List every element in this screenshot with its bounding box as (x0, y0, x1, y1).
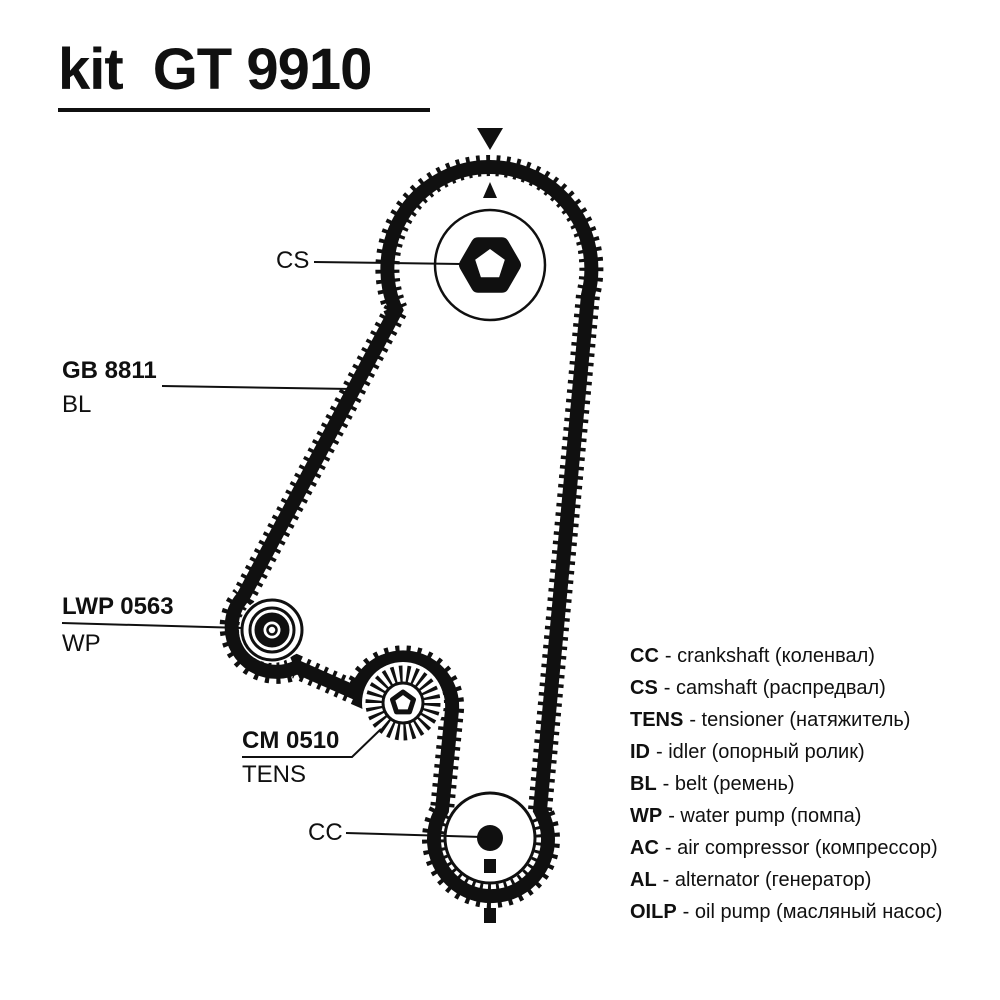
water-pump-pulley (239, 597, 305, 663)
crank-ring (443, 791, 537, 885)
legend-item: AC- air compressor (компрессор) (630, 838, 942, 858)
camshaft-inner-ring (433, 208, 547, 322)
legend-desc: - idler (опорный ролик) (656, 741, 865, 763)
tensioner-leader-line (242, 728, 382, 758)
legend-item: WP- water pump (помпа) (630, 806, 942, 826)
legend: CC- crankshaft (коленвал) CS- camshaft (… (630, 646, 942, 922)
tensioner-pulley (362, 662, 444, 744)
wp-mid-ring (248, 606, 296, 654)
legend-item: CS- camshaft (распредвал) (630, 678, 942, 698)
timing-belt (219, 155, 604, 909)
legend-abbr: BL (630, 773, 657, 795)
belt-abbr-label: BL (62, 391, 92, 418)
legend-item: CC- crankshaft (коленвал) (630, 646, 942, 666)
title-underline (58, 108, 430, 112)
legend-item: BL- belt (ремень) (630, 774, 942, 794)
tensioner-part-code: CM 0510 (242, 727, 340, 754)
tensioner-hub (390, 689, 416, 715)
crank-mark-inner (484, 859, 496, 873)
legend-abbr: AC (630, 837, 659, 859)
belt-body (224, 160, 599, 904)
legend-desc: - tensioner (натяжитель) (689, 709, 911, 731)
crank-center-dot (477, 825, 503, 851)
legend-desc: - water pump (помпа) (668, 805, 862, 827)
legend-desc: - crankshaft (коленвал) (664, 645, 875, 667)
belt-part-code: GB 8811 (62, 357, 157, 384)
wp-center (266, 624, 278, 636)
leader-lines (61, 261, 483, 838)
wp-leader-line (61, 622, 244, 629)
wp-abbr-label: WP (62, 630, 101, 657)
legend-abbr: WP (630, 805, 663, 827)
legend-desc: - air compressor (компрессор) (664, 837, 938, 859)
kit-brand: kit (58, 37, 124, 102)
cc-leader-line (345, 832, 483, 838)
legend-desc: - oil pump (масляный насос) (682, 901, 943, 923)
crankshaft-pulley (443, 791, 537, 923)
camshaft-hub-hole (475, 249, 505, 278)
legend-abbr: OILP (630, 901, 677, 923)
legend-item: AL- alternator (генератор) (630, 870, 942, 890)
legend-desc: - alternator (генератор) (662, 869, 872, 891)
legend-abbr: AL (630, 869, 657, 891)
legend-item: OILP- oil pump (масляный насос) (630, 902, 942, 922)
wp-part-code: LWP 0563 (62, 593, 174, 620)
cs-leader-line (313, 261, 462, 265)
legend-abbr: CC (630, 645, 659, 667)
page-title: kit GT 9910 (58, 36, 373, 103)
timing-mark-up-arrow (483, 182, 497, 198)
legend-item: ID - idler (опорный ролик) (630, 742, 942, 762)
cs-label: CS (276, 247, 310, 274)
legend-abbr: TENS (630, 709, 684, 731)
wp-outer-ring (240, 598, 304, 662)
kit-code: GT 9910 (152, 37, 373, 102)
belt-leader-line (161, 385, 353, 390)
timing-mark-down-arrow (477, 128, 503, 150)
legend-abbr: CS (630, 677, 658, 699)
legend-abbr: ID (630, 741, 650, 763)
legend-desc: - camshaft (распредвал) (663, 677, 886, 699)
cc-label: CC (308, 819, 343, 846)
tensioner-abbr-label: TENS (242, 761, 307, 788)
tensioner-teeth (365, 665, 441, 741)
legend-item: TENS- tensioner (натяжитель) (630, 710, 942, 730)
wp-dark-ring (254, 612, 290, 648)
crank-mark-outer (484, 908, 496, 923)
legend-desc: - belt (ремень) (662, 773, 795, 795)
camshaft-pulley (401, 128, 579, 354)
